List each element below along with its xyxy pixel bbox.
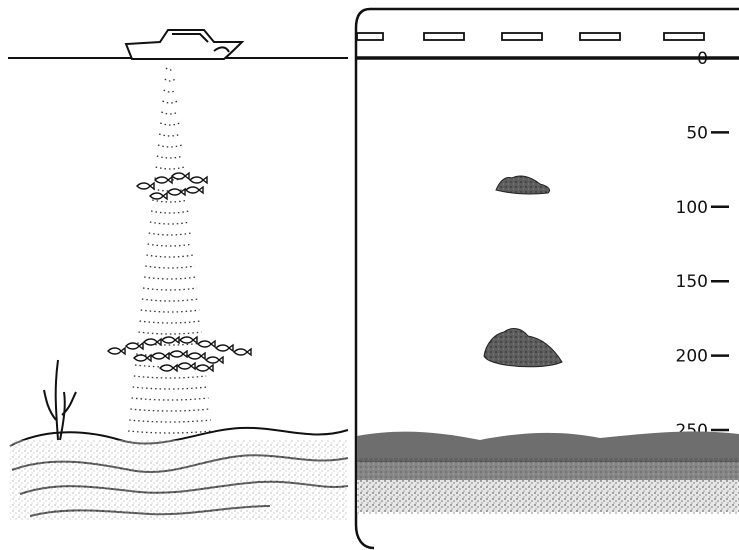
- fish-icon: [155, 177, 172, 183]
- fish-icon: [216, 345, 233, 351]
- fish-icon: [152, 353, 169, 359]
- sonar-arc: [150, 222, 190, 224]
- fish-echo-lower: [484, 329, 562, 367]
- fish-icon: [134, 355, 151, 361]
- fish-icon: [172, 173, 189, 179]
- sonar-arc: [141, 310, 200, 312]
- sonar-arc: [132, 398, 209, 400]
- sonar-arc: [142, 299, 198, 301]
- sonar-arc: [165, 79, 175, 81]
- sonar-arc: [164, 90, 177, 92]
- fish-icon: [108, 348, 125, 354]
- sonar-arc: [133, 387, 208, 389]
- fish-school-upper-icon: [137, 173, 207, 199]
- sonar-arc: [149, 233, 192, 235]
- sonar-arc: [143, 288, 197, 290]
- fish-icon: [162, 337, 179, 343]
- fish-icon: [206, 357, 223, 363]
- fish-echo-upper: [496, 176, 550, 194]
- sonar-arc: [146, 255, 193, 257]
- sonar-arc: [157, 156, 183, 158]
- fish-icon: [178, 363, 195, 369]
- sonar-arc: [130, 409, 209, 411]
- sonar-arc: [160, 123, 180, 125]
- fish-icon: [150, 193, 167, 199]
- fish-icon: [168, 189, 185, 195]
- sonar-arc: [152, 200, 188, 202]
- sonar-arc: [163, 101, 178, 103]
- sonar-arc: [158, 145, 182, 147]
- sonar-arc: [128, 431, 212, 433]
- sonar-beam: [128, 68, 212, 433]
- fish-icon: [188, 353, 205, 359]
- fish-icon: [190, 177, 207, 183]
- depth-label-150: 150: [676, 272, 708, 292]
- fish-icon: [234, 349, 251, 355]
- seaweed-icon: [44, 360, 76, 440]
- sonar-arc: [159, 134, 181, 136]
- fish-icon: [126, 343, 143, 349]
- fish-school-lower-icon: [108, 337, 251, 371]
- sonar-arc: [140, 321, 201, 323]
- sonar-arc: [148, 244, 193, 246]
- fish-icon: [196, 365, 213, 371]
- depth-label-50: 50: [686, 123, 708, 143]
- sonar-arc: [151, 211, 189, 213]
- sonar-arc: [138, 332, 201, 334]
- bottom-echo: [357, 431, 739, 514]
- sonar-arc: [161, 112, 178, 114]
- fish-icon: [144, 339, 161, 345]
- depth-label-100: 100: [676, 198, 708, 218]
- sonar-arc: [134, 376, 206, 378]
- fish-icon: [137, 183, 154, 189]
- depth-label-0: 0: [697, 49, 708, 69]
- fish-icon: [160, 365, 177, 371]
- sonar-arc: [129, 420, 211, 422]
- sonar-arc: [144, 277, 196, 279]
- seabed-icon: [10, 428, 348, 520]
- boat-icon: [126, 30, 242, 59]
- fish-icon: [170, 351, 187, 357]
- status-dashes: [357, 33, 704, 40]
- sonar-arc: [156, 167, 185, 169]
- water-scene: [8, 30, 348, 520]
- fish-icon: [186, 187, 203, 193]
- depth-label-200: 200: [676, 347, 708, 367]
- fish-icon: [180, 337, 197, 343]
- sonar-arc: [145, 266, 194, 268]
- fish-icon: [198, 341, 215, 347]
- sonar-arc: [166, 68, 174, 70]
